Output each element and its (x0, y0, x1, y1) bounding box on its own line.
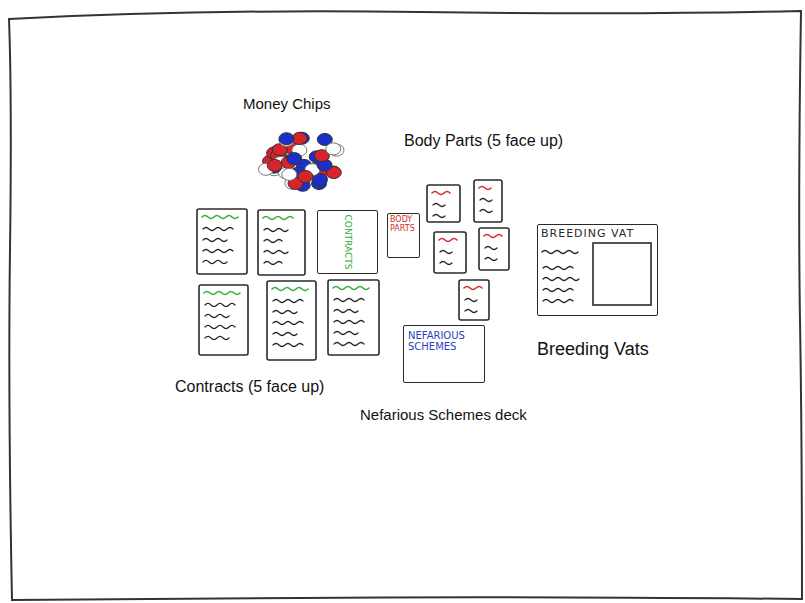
scribble-line (205, 304, 235, 307)
card-title: BODY PARTS (390, 216, 417, 234)
scribble-line (542, 251, 578, 254)
money-chip (298, 171, 313, 183)
card (459, 280, 489, 320)
card-title: BREEDING VAT (541, 228, 654, 240)
scribble-line (273, 311, 297, 314)
scribble-line (203, 261, 227, 264)
money-chip (326, 143, 341, 155)
scribble-line (485, 258, 497, 261)
scribble-line (264, 251, 288, 254)
scribble-line (439, 239, 457, 242)
scribble-line (205, 315, 229, 318)
scribble-line (543, 300, 573, 303)
scribble-line (264, 262, 282, 265)
scribble-line (440, 251, 452, 254)
scribble-line (543, 267, 573, 270)
section-label: Nefarious Schemes deck (360, 406, 527, 423)
money-chip (279, 133, 294, 145)
scribble-line (334, 343, 364, 346)
nefarious-schemes-deck: NEFARIOUS SCHEMES (403, 325, 485, 383)
card (434, 232, 466, 273)
scribble-line (273, 300, 303, 303)
scribble-line (205, 326, 235, 329)
scribble-line (465, 299, 477, 302)
card (479, 228, 509, 270)
money-chip (282, 168, 297, 180)
contracts-deck: CONTRACTS (317, 210, 378, 274)
scribble-line (264, 229, 288, 232)
scribble-line (479, 187, 491, 190)
scribble-line (334, 310, 358, 313)
card (427, 185, 460, 222)
money-chip (287, 153, 302, 165)
vat-window (593, 243, 651, 305)
face-up-cards (197, 180, 579, 360)
card (197, 209, 247, 274)
scribble-line (433, 204, 445, 207)
scribble-line (440, 262, 452, 265)
scribble-line (480, 199, 492, 202)
scribble-line (485, 247, 497, 250)
sketch-frame (9, 11, 802, 600)
scribble-line (264, 240, 282, 243)
card-title: CONTRACTS (343, 215, 353, 270)
money-chips (259, 132, 345, 191)
scribble-line (333, 287, 369, 290)
body-parts-deck: BODY PARTS (387, 213, 420, 258)
scribble-line (334, 321, 364, 324)
card (328, 280, 379, 355)
card (258, 210, 305, 275)
scribble-line (202, 216, 238, 219)
scribble-line (433, 215, 445, 218)
scribble-line (204, 292, 240, 295)
scribble-line (432, 192, 450, 195)
money-chip (267, 160, 282, 172)
breeding-vat-card: BREEDING VAT (537, 224, 658, 316)
scribble-line (543, 278, 579, 281)
scribble-line (273, 333, 297, 336)
card-title: NEFARIOUS SCHEMES (408, 330, 480, 352)
section-label: Breeding Vats (537, 339, 649, 360)
scribble-line (273, 322, 303, 325)
card (199, 285, 248, 355)
scribble-line (465, 310, 477, 313)
card (474, 180, 502, 222)
scribble-line (203, 250, 233, 253)
section-label: Money Chips (243, 95, 331, 112)
scribble-line (334, 299, 364, 302)
scribble-line (205, 337, 229, 340)
scribble-line (263, 217, 293, 220)
scribble-line (480, 210, 492, 213)
scribble-line (484, 235, 502, 238)
card (267, 281, 316, 360)
scribble-line (203, 239, 227, 242)
scribble-line (272, 288, 308, 291)
section-label: Body Parts (5 face up) (404, 132, 563, 150)
scribble-line (543, 289, 573, 292)
scribble-line (464, 287, 482, 290)
scribble-line (203, 228, 233, 231)
scribble-line (273, 344, 303, 347)
scribble-line (334, 332, 358, 335)
section-label: Contracts (5 face up) (175, 378, 324, 396)
